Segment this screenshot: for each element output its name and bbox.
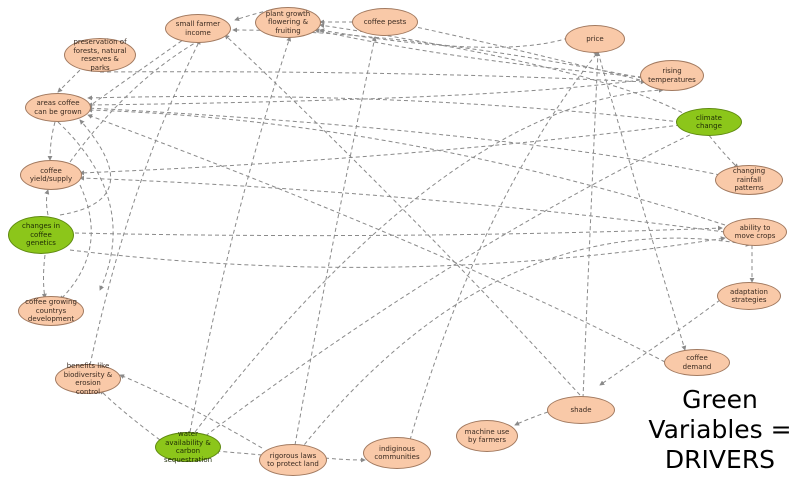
edge: [44, 189, 50, 216]
edge: [74, 225, 723, 237]
node-small-farmer-income: small farmer income: [165, 14, 231, 43]
node-plant-growth: plant growth flowering & fruiting: [255, 7, 321, 38]
node-benefits: benefits like biodiversity & erosion con…: [55, 362, 121, 396]
edge: [69, 39, 201, 163]
edge: [87, 107, 726, 226]
node-coffee-yield: coffee yield/supply: [20, 160, 82, 190]
edge: [59, 119, 112, 216]
edge: [41, 254, 47, 299]
edge: [87, 95, 681, 123]
edge: [294, 36, 377, 446]
edge: [199, 129, 701, 441]
node-coffee-pests: coffee pests: [352, 8, 418, 36]
edge: [79, 124, 681, 176]
edge: [87, 79, 641, 108]
edge: [224, 34, 581, 396]
legend-line-1: Green: [682, 385, 758, 414]
edge: [59, 184, 92, 301]
edge: [299, 237, 751, 451]
legend: Green Variables = DRIVERS: [640, 385, 800, 475]
node-machine-use: machine use by farmers: [456, 420, 518, 452]
edge: [409, 51, 599, 441]
edge: [99, 71, 646, 85]
node-adaptation: adaptation strategies: [717, 282, 781, 310]
edge: [314, 28, 643, 78]
legend-line-2: Variables =: [648, 415, 792, 444]
edge: [319, 23, 701, 124]
edge: [87, 105, 721, 176]
node-ability-move: ability to move crops: [723, 218, 787, 246]
edge: [89, 39, 201, 366]
edge: [87, 114, 666, 363]
node-changing-rainfall: changing rainfall patterns: [715, 165, 783, 195]
edge: [324, 457, 366, 463]
edge: [119, 374, 263, 449]
edge: [514, 411, 549, 426]
edge: [99, 389, 161, 441]
node-indigenous: indiginous communities: [363, 437, 431, 469]
node-price: price: [565, 25, 625, 53]
node-climate-change: climate change: [676, 108, 742, 136]
node-areas-coffee: areas coffee can be grown: [25, 93, 91, 122]
node-preservation: preservation of forests, natural reserve…: [64, 38, 136, 72]
node-coffee-growing-countries: coffee growing countrys development: [18, 296, 84, 326]
node-shade: shade: [547, 396, 615, 424]
edge: [597, 51, 687, 351]
legend-line-3: DRIVERS: [664, 445, 776, 474]
edge: [69, 34, 191, 121]
edge: [47, 121, 56, 161]
edge: [57, 121, 114, 291]
edge: [214, 448, 263, 456]
edge: [194, 87, 664, 433]
node-water-availability: water availability & carbon sequestratio…: [155, 430, 221, 464]
edge: [79, 175, 726, 233]
edge: [69, 236, 726, 268]
edge: [582, 51, 601, 399]
node-genetics: changes in coffee genetics: [8, 216, 74, 254]
node-rising-temperatures: rising temperatures: [640, 60, 704, 91]
edge: [319, 28, 569, 48]
node-rigorous-laws: rigorous laws to protect land: [259, 444, 327, 476]
edge: [189, 36, 292, 433]
node-coffee-demand: coffee demand: [664, 349, 730, 376]
